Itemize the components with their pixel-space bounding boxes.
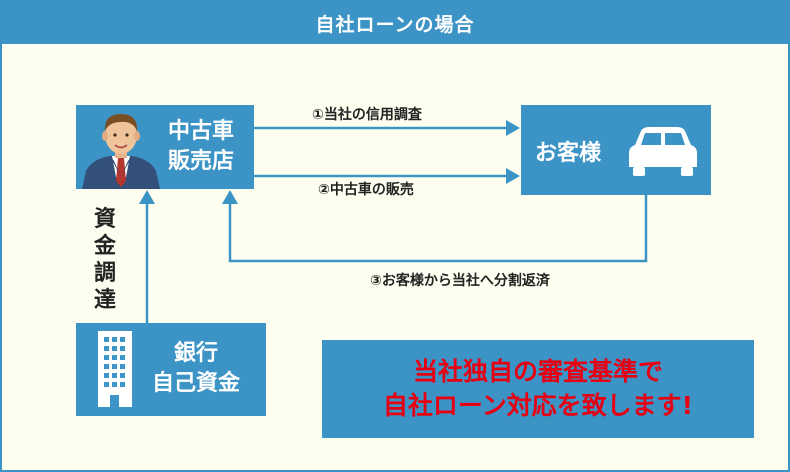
building-icon — [98, 331, 132, 407]
dealer-box: 中古車 販売店 — [76, 105, 254, 189]
arrow-funding — [139, 190, 155, 323]
arrow-label-step2: ②中古車の販売 — [318, 182, 414, 198]
customer-box: お客様 — [521, 105, 711, 195]
bank-label-line1: 銀行 — [174, 341, 219, 366]
arrow-repayment — [222, 190, 648, 263]
businessman-icon — [82, 114, 160, 189]
customer-label: お客様 — [535, 141, 602, 166]
dealer-label-line2: 販売店 — [168, 149, 235, 174]
arrow-label-step3: ③お客様から当社へ分割返済 — [370, 273, 550, 289]
bank-box: 銀行 自己資金 — [76, 323, 266, 416]
arrow-label-funding: 資金調達 — [93, 207, 116, 313]
arrow-credit-check — [254, 120, 520, 136]
dealer-label: 中古車 販売店 — [168, 117, 234, 177]
car-icon — [629, 127, 697, 176]
callout-line2: 自社ローン対応を致します! — [382, 391, 694, 420]
bank-label-line2: 自己資金 — [152, 371, 241, 396]
arrow-car-sale — [254, 168, 520, 184]
callout-box: 当社独自の審査基準で 自社ローン対応を致します! — [322, 340, 754, 438]
dealer-label-line1: 中古車 — [168, 119, 235, 144]
page-title: 自社ローンの場合 — [2, 2, 788, 44]
callout-line1: 当社独自の審査基準で — [412, 357, 663, 386]
bank-label: 銀行 自己資金 — [152, 339, 240, 399]
arrow-label-step1: ①当社の信用調査 — [312, 107, 422, 123]
